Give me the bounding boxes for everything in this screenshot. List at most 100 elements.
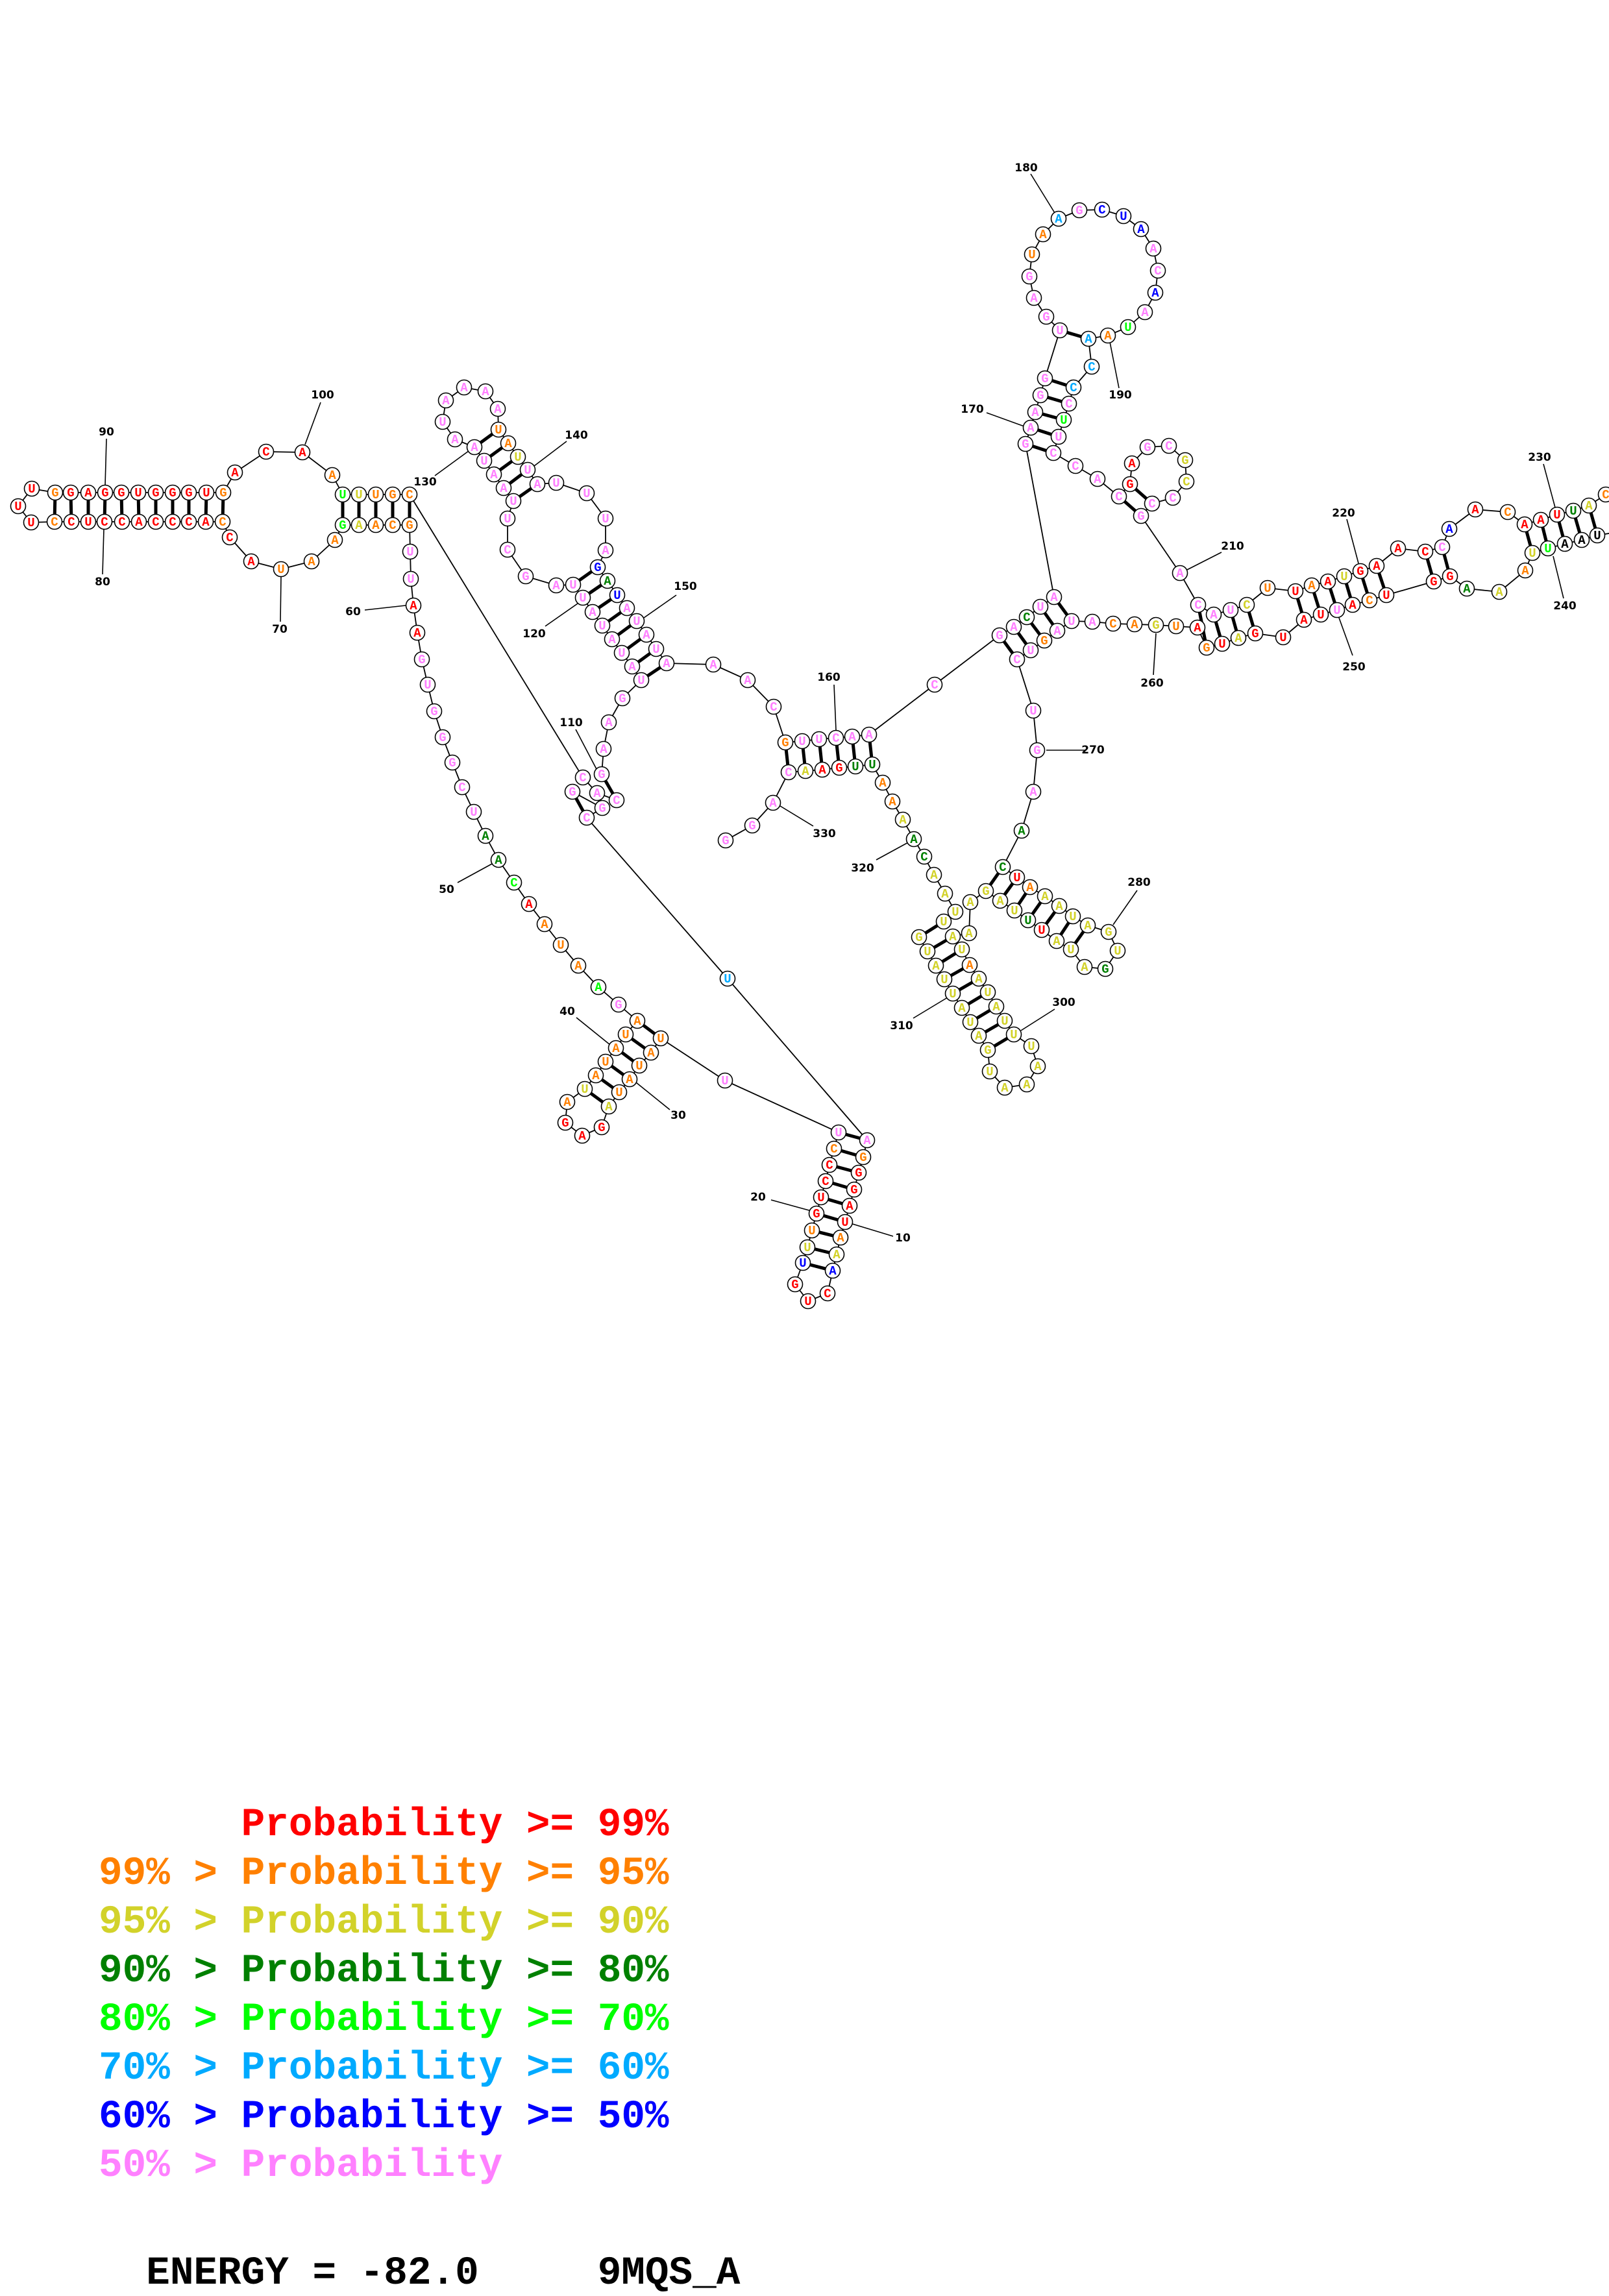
nucleotide: A	[1024, 421, 1038, 436]
nucleotide: U	[1566, 504, 1581, 519]
nucleotide: U	[1260, 581, 1275, 596]
nucleotide-letter: G	[594, 561, 601, 575]
nucleotide-letter: A	[1029, 785, 1037, 800]
nucleotide: A	[972, 1029, 987, 1044]
nucleotide: A	[1190, 620, 1205, 636]
nucleotide-letter: U	[1069, 910, 1076, 924]
nucleotide: C	[115, 515, 130, 530]
nucleotide: A	[199, 515, 214, 530]
nucleotide: C	[64, 515, 79, 530]
nucleotide-letter: A	[605, 716, 613, 730]
nucleotide: C	[1162, 439, 1177, 454]
nucleotide-letter: G	[1357, 565, 1364, 579]
nucleotide-letter: G	[748, 819, 755, 833]
nucleotide-letter: U	[504, 512, 511, 526]
nucleotide: U	[1053, 323, 1068, 339]
nucleotide: A	[766, 796, 781, 811]
nucleotide-letter: U	[1068, 615, 1075, 629]
nucleotide-letter: U	[1120, 210, 1127, 224]
nucleotide-letter: A	[1010, 620, 1018, 635]
nucleotide-letter: A	[1034, 1060, 1042, 1074]
base-pair-lines	[55, 330, 1597, 1271]
nucleotide-letter: G	[117, 486, 125, 500]
nucleotide-letter: C	[1088, 360, 1095, 374]
nucleotide: G	[98, 485, 113, 501]
nucleotide: A	[630, 1014, 645, 1029]
legend-entry-60-70: 70% > Probability >= 60%	[99, 2044, 669, 2093]
nucleotide-letter: U	[633, 615, 640, 629]
nucleotide-letter: C	[583, 811, 590, 825]
nucleotide: G	[852, 1166, 866, 1181]
nucleotide-letter: A	[1194, 621, 1201, 635]
nucleotide: A	[955, 1001, 970, 1016]
nucleotide: A	[860, 1133, 875, 1149]
nucleotide: C	[182, 515, 197, 530]
position-tick	[1339, 618, 1353, 655]
nucleotide: A	[1090, 472, 1105, 487]
nucleotide: A	[929, 959, 944, 974]
nucleotide-letter: A	[494, 402, 502, 417]
nucleotide-letter: U	[949, 987, 956, 1001]
nucleotide-letter: U	[804, 1241, 811, 1255]
nucleotide: U	[983, 1064, 998, 1080]
nucleotide: C	[1362, 593, 1377, 609]
nucleotide-letter: A	[1094, 472, 1101, 487]
position-tick	[771, 1200, 811, 1211]
nucleotide-letter: G	[1075, 204, 1083, 218]
nucleotide: U	[404, 572, 419, 587]
nucleotide: A	[885, 794, 900, 810]
nucleotide: C	[1046, 446, 1061, 461]
nucleotide-letter: A	[1521, 518, 1529, 532]
nucleotide: A	[571, 959, 586, 974]
nucleotide-letter: U	[1279, 631, 1286, 645]
nucleotide-letter: A	[899, 813, 907, 827]
nucleotides: GGCUAGGGAUAAACUGUUUGUCCCUUUAUAUAGAGAUAUA…	[11, 202, 1609, 1310]
nucleotide-letter: U	[1264, 581, 1271, 596]
nucleotide-letter: A	[1055, 212, 1062, 226]
nucleotide-letter: A	[372, 519, 380, 533]
nucleotide: U	[981, 985, 996, 1001]
position-label: 230	[1528, 451, 1551, 464]
nucleotide: A	[998, 1081, 1013, 1096]
nucleotide: G	[788, 1277, 803, 1293]
nucleotide: U	[274, 562, 289, 578]
nucleotide: A	[1231, 631, 1246, 646]
nucleotide-letter: G	[1446, 570, 1453, 584]
nucleotide: A	[328, 533, 343, 548]
nucleotide: A	[1007, 620, 1022, 635]
nucleotide: A	[439, 393, 454, 409]
nucleotide: A	[1321, 574, 1336, 590]
nucleotide: A	[1038, 889, 1053, 905]
nucleotide-letter: G	[522, 570, 529, 584]
nucleotide-letter: U	[1027, 644, 1034, 658]
nucleotide-letter: U	[27, 516, 34, 530]
nucleotide: G	[1018, 437, 1033, 452]
nucleotide-letter: U	[581, 1082, 588, 1097]
nucleotide: A	[1014, 824, 1029, 839]
legend-entry-90-95: 95% > Probability >= 90%	[99, 1898, 669, 1947]
nucleotide-letter: A	[1300, 613, 1308, 628]
nucleotide-letter: U	[598, 619, 606, 633]
nucleotide-letter: A	[1151, 286, 1159, 300]
nucleotide-letter: A	[818, 763, 826, 777]
nucleotide: U	[955, 942, 970, 958]
nucleotide: U	[598, 1055, 613, 1070]
nucleotide: C	[827, 1142, 842, 1157]
nucleotide-letter: A	[663, 657, 670, 671]
nucleotide-letter: A	[1445, 522, 1453, 537]
nucleotide: G	[856, 1150, 871, 1166]
nucleotide: G	[981, 1043, 996, 1058]
position-label: 250	[1342, 661, 1366, 674]
nucleotide-letter: A	[1131, 618, 1138, 632]
nucleotide: C	[927, 678, 942, 693]
nucleotide: C	[215, 515, 230, 530]
nucleotide-letter: U	[724, 972, 731, 986]
nucleotide-letter: A	[633, 1014, 641, 1029]
nucleotide: A	[590, 786, 605, 801]
nucleotide: A	[596, 742, 611, 757]
nucleotide: U	[619, 1027, 633, 1043]
nucleotide: G	[48, 485, 63, 501]
nucleotide: A	[1517, 517, 1532, 533]
nucleotide: U	[566, 578, 581, 593]
nucleotide-letter: U	[1011, 904, 1018, 918]
